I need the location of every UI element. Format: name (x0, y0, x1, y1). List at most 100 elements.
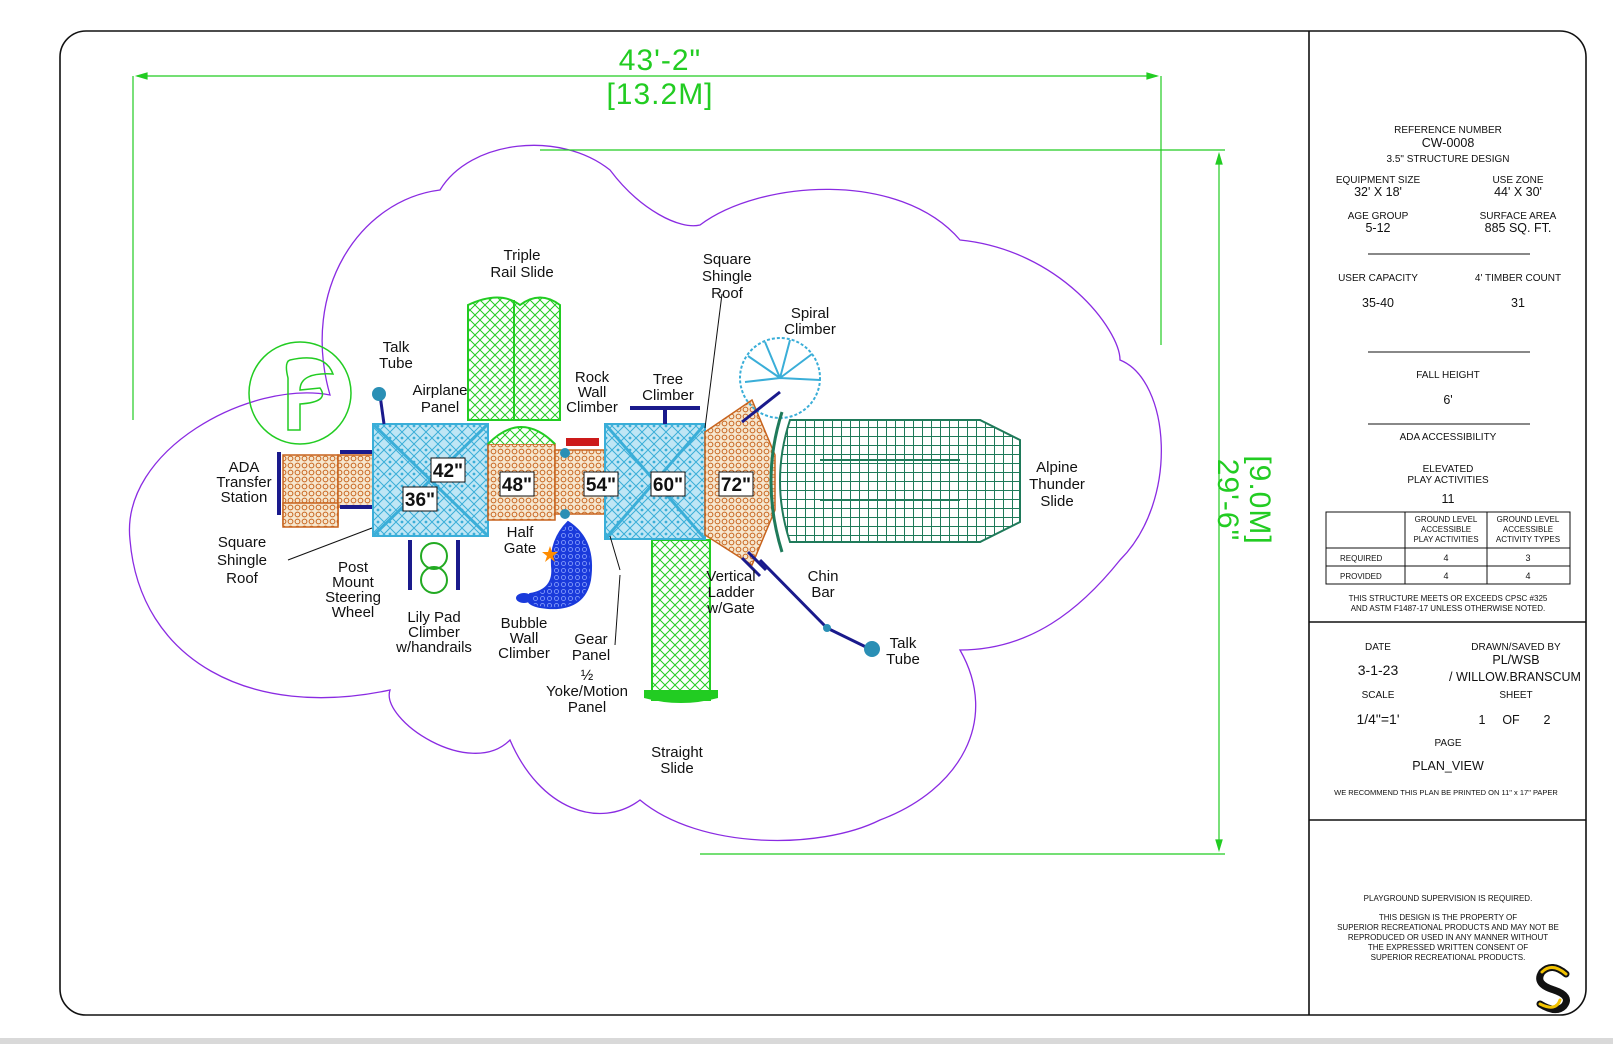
straight-slide (644, 539, 718, 703)
sheet-number: 1 (1479, 713, 1486, 727)
reference-label: REFERENCE NUMBER (1394, 125, 1502, 136)
title-block: REFERENCE NUMBER CW-0008 3.5" STRUCTURE … (1325, 125, 1581, 1013)
svg-text:Climber: Climber (408, 624, 460, 641)
compliance-line-2: AND ASTM F1487-17 UNLESS OTHERWISE NOTED… (1351, 604, 1546, 613)
deck-height-72: 72" (718, 471, 754, 497)
svg-text:Vertical: Vertical (706, 568, 755, 585)
label-ada-transfer-station: ADA Transfer Station (216, 459, 271, 506)
svg-text:w/Gate: w/Gate (706, 600, 755, 617)
supervision-note: PLAYGROUND SUPERVISION IS REQUIRED. (1364, 894, 1533, 903)
fall-height: 6' (1443, 393, 1452, 407)
svg-text:4: 4 (1443, 571, 1448, 581)
date-value: 3-1-23 (1358, 662, 1399, 678)
age-group: 5-12 (1365, 221, 1390, 235)
svg-text:REQUIRED: REQUIRED (1340, 554, 1382, 563)
elevated-label-1: ELEVATED (1423, 464, 1474, 475)
accessibility-table: GROUND LEVEL ACCESSIBLE PLAY ACTIVITIES … (1325, 511, 1571, 585)
svg-text:Square: Square (703, 251, 751, 268)
width-dimension (132, 72, 1162, 420)
talk-tube-right (758, 558, 880, 657)
deck-48 (487, 426, 556, 521)
ada-accessibility-label: ADA ACCESSIBILITY (1400, 432, 1497, 443)
svg-text:Yoke/Motion: Yoke/Motion (546, 683, 628, 700)
label-alpine-thunder-slide: Alpine Thunder Slide (1029, 459, 1085, 510)
svg-text:THE EXPRESSED WRITTEN CONSENT: THE EXPRESSED WRITTEN CONSENT OF (1368, 943, 1528, 952)
label-square-shingle-roof-top: Square Shingle Roof (702, 251, 752, 302)
date-label: DATE (1365, 642, 1391, 653)
svg-text:SUPERIOR RECREATIONAL PRODUCTS: SUPERIOR RECREATIONAL PRODUCTS AND MAY N… (1337, 923, 1559, 932)
svg-text:Shingle: Shingle (702, 268, 752, 285)
svg-text:Wall: Wall (510, 630, 539, 647)
sheet-of: OF (1502, 713, 1520, 727)
svg-text:Talk: Talk (890, 635, 917, 652)
user-capacity-label: USER CAPACITY (1338, 273, 1418, 284)
svg-text:SUPERIOR RECREATIONAL PRODUCTS: SUPERIOR RECREATIONAL PRODUCTS. (1371, 953, 1526, 962)
svg-text:Square: Square (218, 534, 266, 551)
talk-tube-left (372, 387, 386, 425)
label-triple-rail-slide: Triple Rail Slide (490, 247, 553, 281)
svg-text:3: 3 (1525, 553, 1530, 563)
deck-height-36: 36" (402, 486, 438, 512)
svg-text:Slide: Slide (660, 760, 693, 777)
sheet-label: SHEET (1499, 690, 1532, 701)
equipment-size: 32' X 18' (1354, 185, 1402, 199)
equipment-size-label: EQUIPMENT SIZE (1336, 175, 1421, 186)
svg-text:Transfer: Transfer (216, 474, 271, 491)
label-bubble-wall-climber: Bubble Wall Climber (498, 615, 550, 662)
svg-text:Panel: Panel (568, 699, 606, 716)
svg-text:54": 54" (586, 475, 616, 496)
svg-text:Climber: Climber (642, 387, 694, 404)
print-note: WE RECOMMEND THIS PLAN BE PRINTED ON 11"… (1334, 788, 1558, 797)
svg-text:Wheel: Wheel (332, 604, 375, 621)
svg-text:Gear: Gear (574, 631, 607, 648)
label-talk-tube-right: Talk Tube (886, 635, 920, 668)
svg-text:Gate: Gate (504, 540, 537, 557)
svg-text:Panel: Panel (421, 399, 459, 416)
alpine-thunder-slide (769, 411, 1021, 553)
label-lily-pad-climber: Lily Pad Climber w/handrails (395, 609, 472, 656)
property-notice: THIS DESIGN IS THE PROPERTY OF SUPERIOR … (1337, 913, 1559, 962)
svg-text:Post: Post (338, 559, 369, 576)
surface-area: 885 SQ. FT. (1485, 221, 1552, 235)
svg-text:ACCESSIBLE: ACCESSIBLE (1503, 525, 1553, 534)
vertical-ladder (740, 550, 768, 578)
label-vertical-ladder: Vertical Ladder w/Gate (706, 568, 755, 617)
reference-number: CW-0008 (1422, 136, 1475, 150)
scale-label: SCALE (1362, 690, 1395, 701)
label-square-shingle-roof-left: Square Shingle Roof (217, 534, 267, 587)
svg-text:Panel: Panel (572, 647, 610, 664)
svg-text:Spiral: Spiral (791, 305, 829, 322)
tree-climber (630, 406, 700, 424)
label-post-mount-steering-wheel: Post Mount Steering Wheel (325, 559, 381, 621)
svg-text:Rock: Rock (575, 369, 610, 386)
sheet-total: 2 (1544, 713, 1551, 727)
drawn-by-label: DRAWN/SAVED BY (1471, 642, 1561, 653)
svg-text:4: 4 (1525, 571, 1530, 581)
svg-text:GROUND LEVEL: GROUND LEVEL (1497, 515, 1560, 524)
label-yoke-motion-panel: ½ Yoke/Motion Panel (546, 667, 628, 716)
fall-height-label: FALL HEIGHT (1416, 370, 1480, 381)
svg-text:Climber: Climber (498, 645, 550, 662)
svg-text:Rail Slide: Rail Slide (490, 264, 553, 281)
svg-text:w/handrails: w/handrails (395, 639, 472, 656)
width-dimension-ft: 43'-2" (619, 44, 701, 77)
deck-height-60: 60" (650, 471, 686, 497)
label-half-gate: Half Gate (504, 524, 537, 557)
svg-text:72": 72" (721, 475, 751, 496)
play-logo-emblem (248, 341, 352, 445)
svg-text:Slide: Slide (1040, 493, 1073, 510)
svg-text:REPRODUCED OR USED IN ANY MANN: REPRODUCED OR USED IN ANY MANNER WITHOUT (1348, 933, 1548, 942)
use-zone-outline (128, 144, 1162, 842)
page-value: PLAN_VIEW (1412, 759, 1484, 773)
svg-text:36": 36" (405, 490, 435, 511)
timber-count: 31 (1511, 296, 1525, 310)
svg-text:Airplane: Airplane (412, 382, 467, 399)
svg-text:Wall: Wall (578, 384, 607, 401)
svg-text:Mount: Mount (332, 574, 375, 591)
svg-text:ADA: ADA (229, 459, 260, 476)
svg-text:Half: Half (507, 524, 535, 541)
svg-text:Ladder: Ladder (708, 584, 755, 601)
lily-pad-climber (408, 540, 460, 594)
label-rock-wall-climber: Rock Wall Climber (566, 369, 618, 416)
